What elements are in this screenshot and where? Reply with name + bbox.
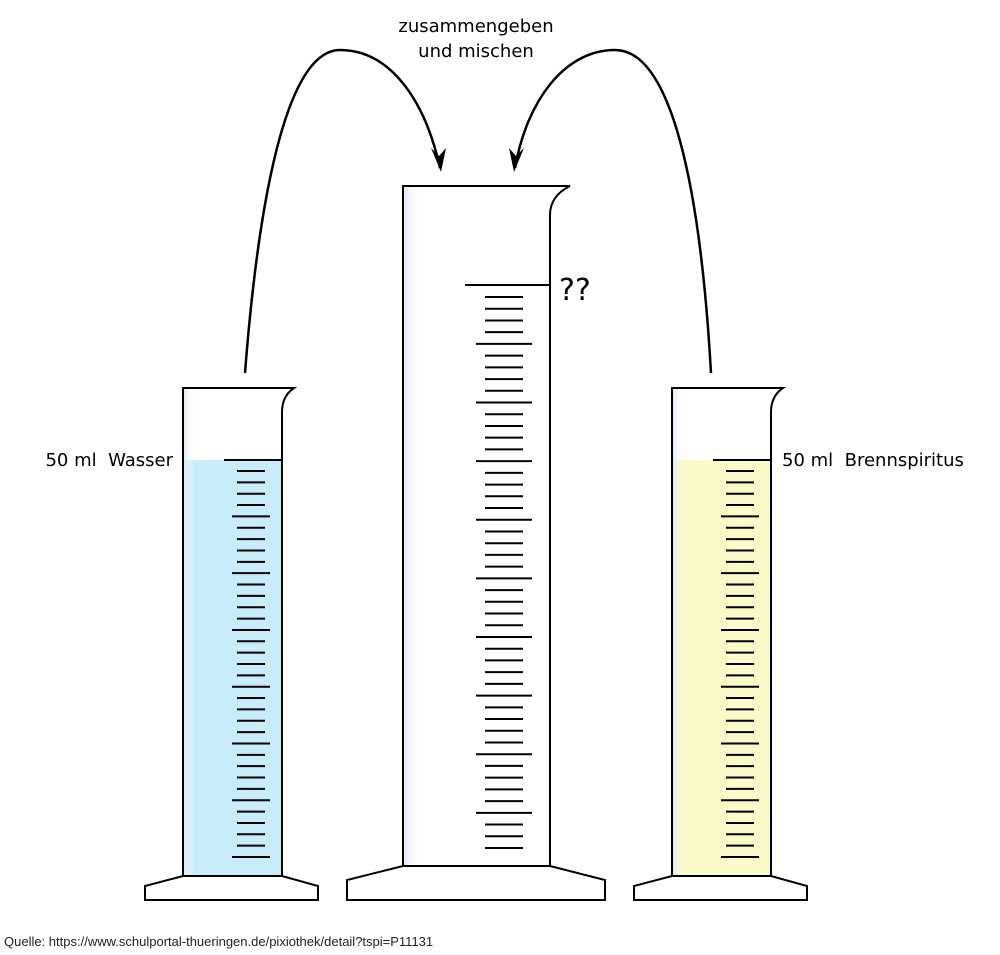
left-cylinder-base — [144, 875, 319, 901]
arrow-left-head — [431, 148, 446, 172]
left-volume-label: 50 ml Wasser — [45, 450, 173, 471]
right-cylinder — [633, 387, 808, 901]
right-cylinder-base — [633, 875, 808, 901]
arrow-right-head — [509, 148, 524, 172]
arrow-left — [243, 48, 442, 374]
instruction-line2: und mischen — [418, 41, 534, 62]
instruction-line1: zusammengeben — [398, 16, 553, 37]
left-cylinder — [144, 387, 319, 901]
arrow-right — [513, 48, 713, 374]
middle-cylinder — [346, 185, 606, 901]
right-volume-label: 50 ml Brennspiritus — [782, 450, 964, 471]
unknown-volume-label: ?? — [559, 273, 591, 308]
source-caption: Quelle: https://www.schulportal-thuering… — [4, 934, 434, 949]
middle-cylinder-base — [346, 865, 606, 901]
